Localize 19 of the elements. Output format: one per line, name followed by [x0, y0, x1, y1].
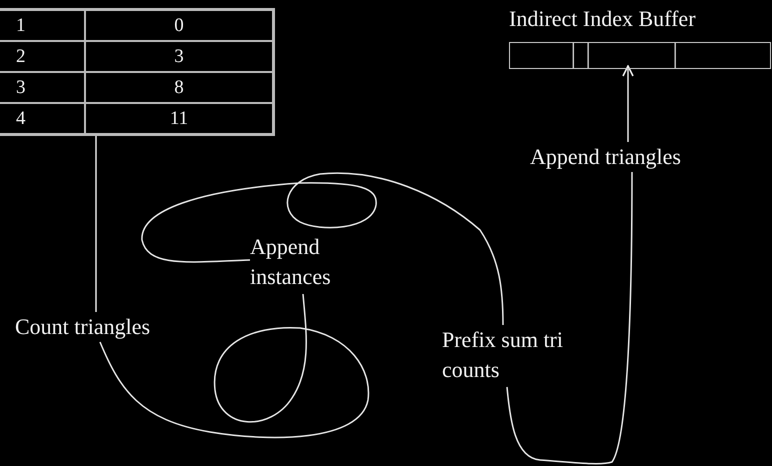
table-value: 3: [174, 46, 184, 68]
buffer-title: Indirect Index Buffer: [509, 5, 696, 33]
table-value: 1: [16, 14, 26, 36]
table-value: 11: [170, 108, 188, 130]
step-label: Count triangles: [15, 313, 150, 341]
data-table: [0, 8, 275, 136]
step-label: Append instances: [250, 233, 332, 291]
connector-line: [95, 136, 97, 312]
table-value: 4: [16, 108, 26, 130]
table-value: 2: [16, 46, 26, 68]
table-value: 3: [16, 76, 26, 98]
table-value: 8: [174, 76, 184, 98]
connector-line: [506, 172, 633, 464]
connector-line: [141, 172, 504, 325]
table-value: 0: [174, 14, 184, 36]
arrow: [622, 65, 634, 142]
step-label: Append triangles: [530, 143, 681, 171]
step-label: Prefix sum tri counts: [442, 326, 564, 384]
connector-line: [99, 294, 370, 438]
